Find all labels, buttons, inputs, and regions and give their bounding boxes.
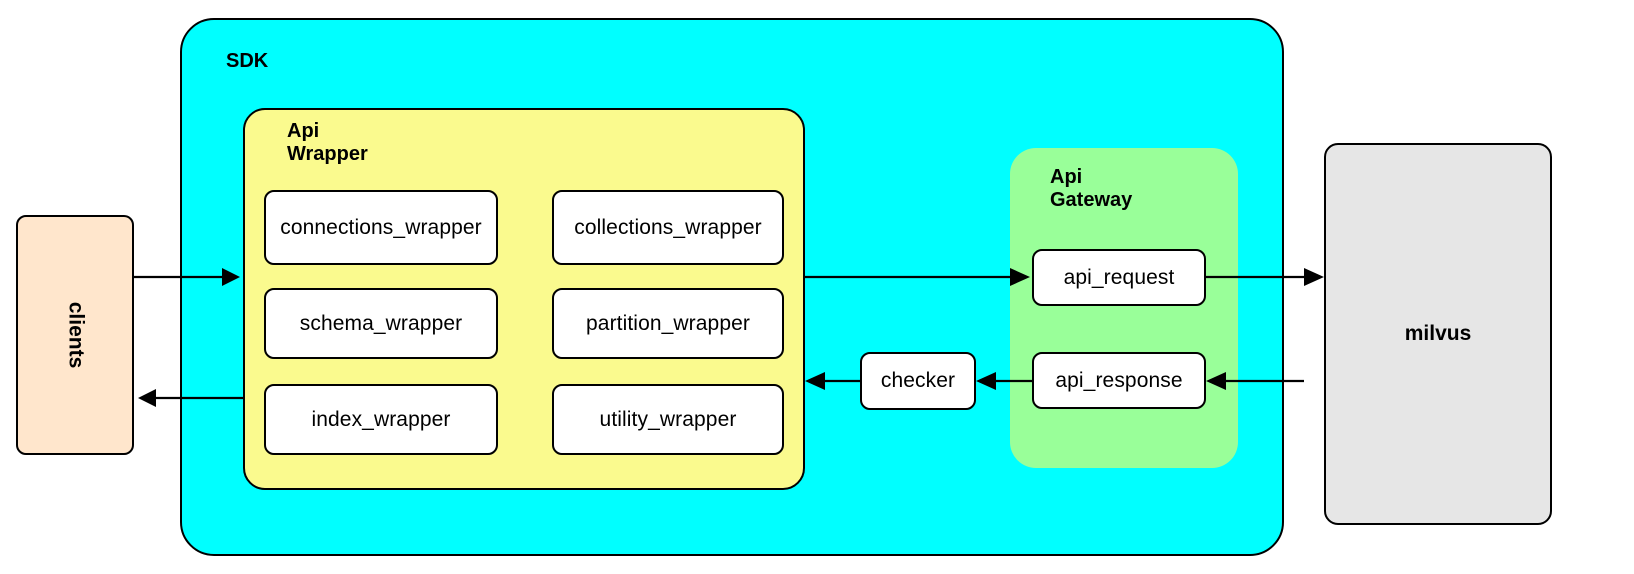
- node-checker-label: checker: [880, 369, 956, 392]
- node-partition-wrapper-label: partition_wrapper: [586, 311, 750, 335]
- node-schema-wrapper-label: schema_wrapper: [299, 311, 463, 335]
- node-partition-wrapper[interactable]: partition_wrapper: [552, 288, 784, 359]
- node-collections-wrapper-label: collections_wrapper: [574, 215, 762, 239]
- group-api-wrapper-label: Api Wrapper: [287, 120, 368, 166]
- node-clients[interactable]: clients: [16, 215, 134, 455]
- group-api-gateway: Api Gateway: [1010, 148, 1238, 468]
- node-milvus[interactable]: milvus: [1324, 143, 1552, 525]
- node-utility-wrapper[interactable]: utility_wrapper: [552, 384, 784, 455]
- node-api-response-label: api_response: [1055, 368, 1183, 392]
- node-api-request[interactable]: api_request: [1032, 249, 1206, 306]
- node-schema-wrapper[interactable]: schema_wrapper: [264, 288, 498, 359]
- node-index-wrapper[interactable]: index_wrapper: [264, 384, 498, 455]
- node-utility-wrapper-label: utility_wrapper: [599, 407, 737, 431]
- node-connections-wrapper[interactable]: connections_wrapper: [264, 190, 498, 265]
- node-collections-wrapper[interactable]: collections_wrapper: [552, 190, 784, 265]
- node-checker[interactable]: checker: [860, 352, 976, 410]
- node-milvus-label: milvus: [1404, 322, 1472, 345]
- group-api-gateway-label: Api Gateway: [1050, 166, 1133, 212]
- node-connections-wrapper-label: connections_wrapper: [280, 215, 482, 239]
- node-index-wrapper-label: index_wrapper: [311, 407, 451, 431]
- node-api-response[interactable]: api_response: [1032, 352, 1206, 409]
- group-sdk-label: SDK: [226, 50, 269, 72]
- node-api-request-label: api_request: [1063, 265, 1175, 289]
